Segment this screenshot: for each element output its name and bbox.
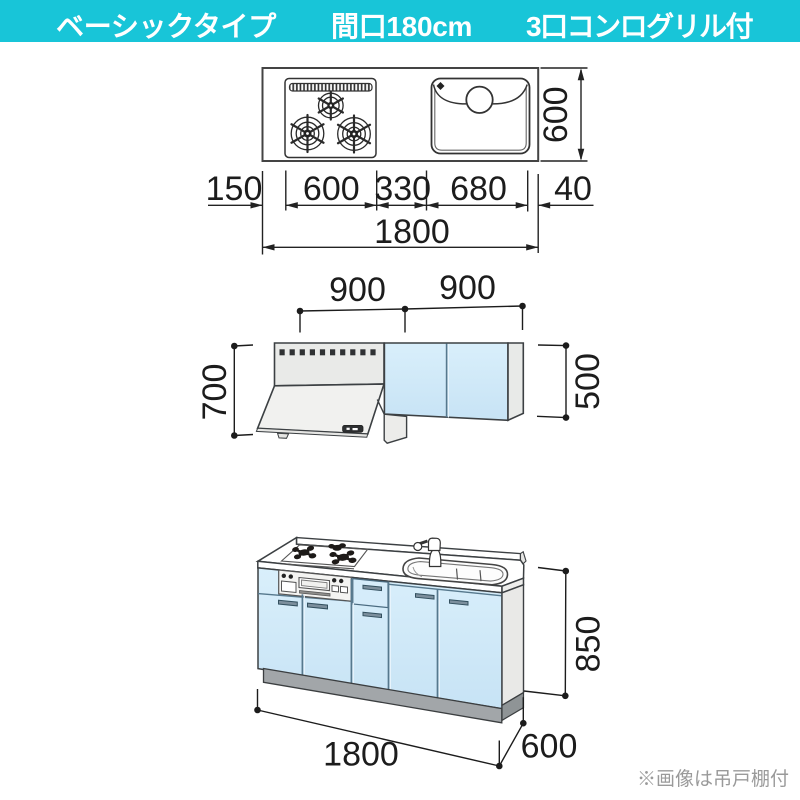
svg-text:700: 700 [196, 364, 234, 421]
svg-text:900: 900 [329, 271, 386, 309]
svg-text:600: 600 [521, 728, 578, 766]
svg-text:500: 500 [569, 353, 607, 410]
svg-text:40: 40 [554, 170, 592, 208]
svg-text:1800: 1800 [323, 736, 399, 774]
svg-text:680: 680 [450, 170, 507, 208]
svg-text:600: 600 [303, 170, 360, 208]
svg-text:850: 850 [569, 616, 607, 673]
svg-text:330: 330 [374, 170, 431, 208]
svg-text:600: 600 [537, 86, 575, 143]
svg-text:900: 900 [439, 269, 496, 307]
svg-text:1800: 1800 [374, 213, 450, 251]
svg-text:150: 150 [206, 170, 263, 208]
